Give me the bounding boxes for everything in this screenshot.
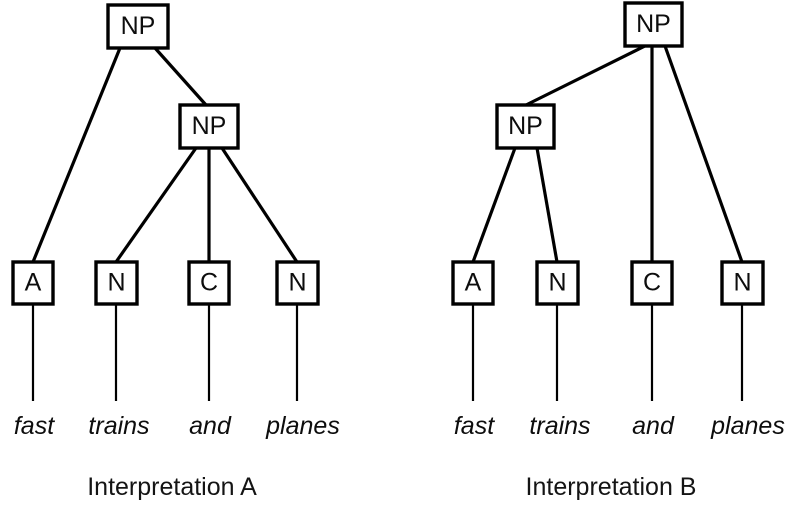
node-box-a-np-sub[interactable] <box>178 103 240 150</box>
node-box-a-np-root[interactable] <box>106 3 170 50</box>
node-label-b-np-sub: NP <box>508 112 543 140</box>
node-label-b-leaf-c: C <box>643 269 661 297</box>
branch-b-np-root-to-b-leaf-n2 <box>663 45 744 263</box>
a-word-planes: planes <box>265 412 340 440</box>
node-box-a-leaf-c[interactable] <box>187 260 231 306</box>
node-box-b-leaf-c[interactable] <box>630 260 674 306</box>
node-box-a-leaf-n2[interactable] <box>275 260 320 306</box>
b-word-and: and <box>632 412 675 440</box>
branch-a-np-root-to-a-np-sub <box>153 46 208 107</box>
node-box-b-leaf-a[interactable] <box>451 260 495 306</box>
a-word-trains: trains <box>88 412 149 440</box>
b-word-trains: trains <box>529 412 590 440</box>
node-label-b-leaf-a: A <box>465 269 482 297</box>
node-label-b-np-root: NP <box>636 10 671 38</box>
node-label-a-leaf-n2: N <box>288 269 306 297</box>
node-box-b-np-root[interactable] <box>623 1 684 48</box>
caption-tree-b: Interpretation B <box>526 473 697 501</box>
branch-b-np-root-to-b-np-sub <box>525 44 646 107</box>
node-box-a-leaf-n1[interactable] <box>94 260 139 306</box>
b-word-planes: planes <box>710 412 785 440</box>
b-word-fast: fast <box>454 412 495 440</box>
node-box-b-np-sub[interactable] <box>495 103 556 150</box>
branch-b-np-sub-to-b-leaf-n1 <box>535 147 559 263</box>
a-word-and: and <box>189 412 232 440</box>
node-box-b-leaf-n1[interactable] <box>535 260 580 306</box>
node-box-b-leaf-n2[interactable] <box>720 260 765 306</box>
node-label-a-np-root: NP <box>121 12 156 40</box>
node-label-a-leaf-a: A <box>25 269 42 297</box>
node-label-a-leaf-n1: N <box>107 269 125 297</box>
node-label-b-leaf-n1: N <box>548 269 566 297</box>
branch-b-np-sub-to-b-leaf-a <box>471 147 517 263</box>
node-label-a-leaf-c: C <box>200 269 218 297</box>
caption-tree-a: Interpretation A <box>87 473 257 501</box>
node-box-a-leaf-a[interactable] <box>11 260 55 306</box>
branch-a-np-sub-to-a-leaf-n2 <box>220 147 299 263</box>
node-label-b-leaf-n2: N <box>733 269 751 297</box>
node-label-a-np-sub: NP <box>192 112 227 140</box>
branch-a-np-root-to-a-leaf-a <box>31 47 122 263</box>
branch-a-np-sub-to-a-leaf-n1 <box>114 147 198 263</box>
a-word-fast: fast <box>14 412 55 440</box>
